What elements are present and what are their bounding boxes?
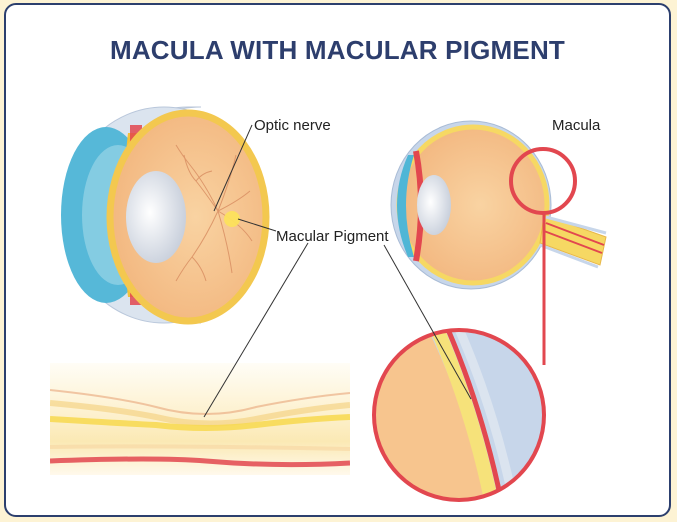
cross-section-eye	[391, 121, 606, 289]
label-optic-nerve: Optic nerve	[254, 117, 331, 134]
macula-spot	[224, 211, 240, 227]
cutaway-eye	[61, 107, 266, 323]
zoom-view	[366, 305, 556, 515]
label-macular-pigment: Macular Pigment	[276, 228, 389, 245]
label-macula: Macula	[552, 117, 600, 134]
diagram-frame: MACULA WITH MACULAR PIGMENT	[4, 3, 671, 517]
eye-illustrations	[6, 5, 669, 515]
lens-side	[417, 175, 451, 235]
retina-section	[50, 363, 350, 475]
